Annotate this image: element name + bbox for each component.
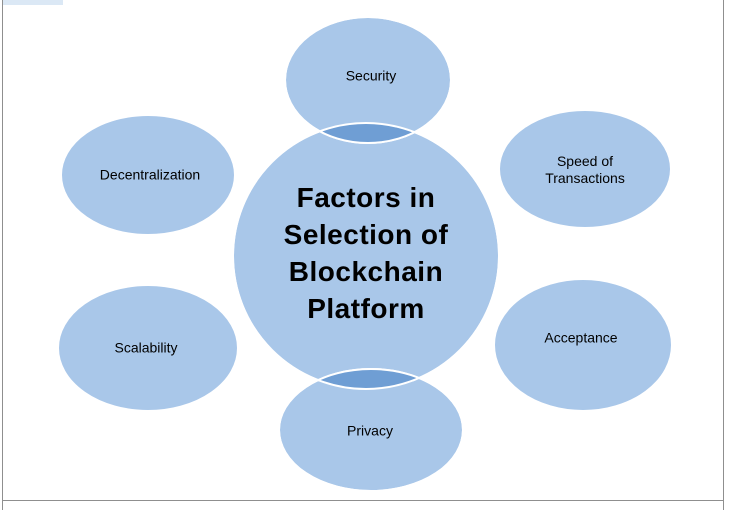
page-border-bottom: [2, 500, 724, 501]
node-label-security: Security: [345, 67, 397, 84]
node-label-decentralization: Decentralization: [99, 166, 201, 183]
security-ellipse-outline: [284, 16, 452, 144]
node-label-privacy: Privacy: [347, 422, 393, 439]
central-node-title: Factors in Selection of Blockchain Platf…: [284, 179, 449, 327]
node-label-scalability: Scalability: [114, 339, 178, 356]
privacy-ellipse-outline: [278, 368, 464, 492]
node-label-speed-of-transactions: Speed of Transactions: [545, 153, 625, 187]
central-circle-outline: [232, 122, 500, 390]
node-ellipse-scalability: [57, 284, 239, 412]
node-ellipse-acceptance: [493, 278, 673, 412]
title-line: Platform: [307, 293, 425, 324]
page-border-right: [723, 0, 724, 510]
node-label-line: Speed of: [556, 153, 614, 169]
title-line: Blockchain: [288, 256, 444, 287]
node-ellipse-decentralization: [60, 114, 236, 236]
scan-artifact-smudge: [3, 0, 63, 5]
node-label-acceptance: Acceptance: [544, 329, 618, 346]
page-border-left: [2, 0, 3, 510]
node-ellipse-speed-of-transactions: [498, 109, 672, 229]
title-line: Selection of: [283, 219, 449, 250]
title-line: Factors in: [296, 182, 436, 213]
node-label-line: Transactions: [545, 170, 625, 186]
